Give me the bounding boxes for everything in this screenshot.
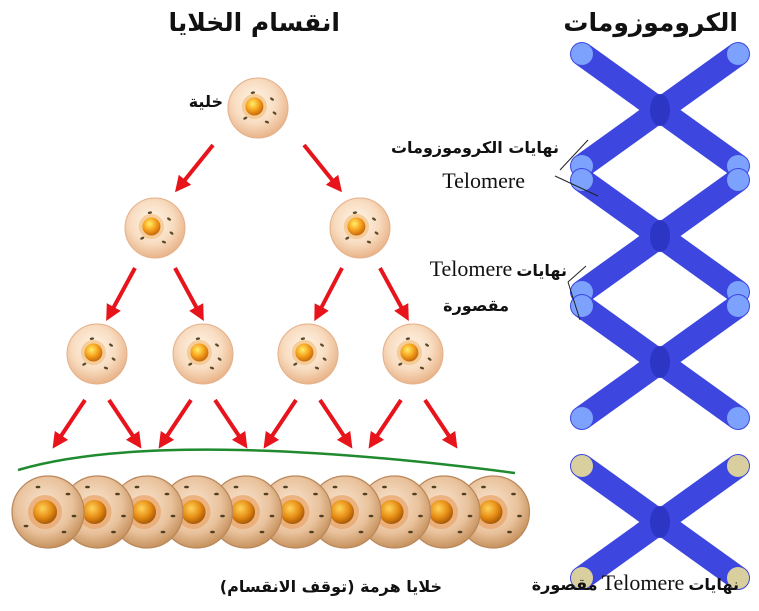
cell-gen2-2 (172, 323, 234, 385)
arrow-gen2-3-b (318, 398, 353, 449)
bottom-ends-prefix: نهايات (688, 575, 739, 594)
arrow-root-right (302, 143, 343, 193)
shortened-prefix: نهايات (516, 261, 567, 280)
chromosome-3 (570, 294, 750, 430)
shortened-en: Telomere (429, 256, 513, 281)
arrow-gen2-2-b (213, 398, 248, 449)
chromosome-1 (570, 42, 750, 178)
shortened-suffix: مقصورة (443, 296, 509, 315)
division-limit-curve (17, 448, 516, 475)
arrow-gen2-1-b (107, 398, 142, 449)
senescent-cells-label: خلايا هرمة (توقف الانقسام) (219, 577, 442, 596)
shortened-label-line1: نهايات Telomere (430, 256, 567, 282)
arrow-gen1-right-a (314, 267, 344, 322)
cell-label: خلية (188, 92, 223, 111)
telomere-ends-label: نهايات الكروموزومات (390, 138, 559, 157)
arrow-root-left (174, 143, 215, 193)
arrow-gen2-3-a (263, 398, 298, 449)
cell-gen1-left (124, 197, 186, 259)
cell-gen2-1 (66, 323, 128, 385)
chromosome-2 (570, 168, 750, 304)
bottom-ends-label: نهايات Telomere مقصورة (532, 570, 739, 596)
division-title: انقسام الخلايا (168, 8, 340, 37)
arrow-gen1-right-b (378, 267, 409, 322)
arrow-gen1-left-b (173, 267, 204, 322)
leader-line-top2 (554, 175, 599, 197)
leader-line-mid (567, 265, 587, 283)
senescent-cell-1 (11, 475, 85, 549)
arrow-gen1-left-a (106, 267, 137, 322)
leader-line-top (559, 139, 589, 171)
cell-gen1-right (329, 197, 391, 259)
cell-gen2-4 (382, 323, 444, 385)
arrow-gen2-1-a (52, 398, 87, 449)
bottom-ends-suffix: مقصورة (531, 575, 598, 594)
chromosome-4 (570, 454, 750, 590)
telomere-en-label: Telomere (442, 168, 525, 193)
arrow-gen2-2-a (158, 398, 193, 449)
arrow-gen2-4-b (423, 398, 458, 449)
chromosomes-title: الكروموزومات (563, 8, 738, 37)
cell-root (227, 77, 289, 139)
arrow-gen2-4-a (368, 398, 403, 449)
cell-gen2-3 (277, 323, 339, 385)
leader-line-mid2 (567, 281, 581, 321)
bottom-ends-en: Telomere (601, 570, 685, 595)
